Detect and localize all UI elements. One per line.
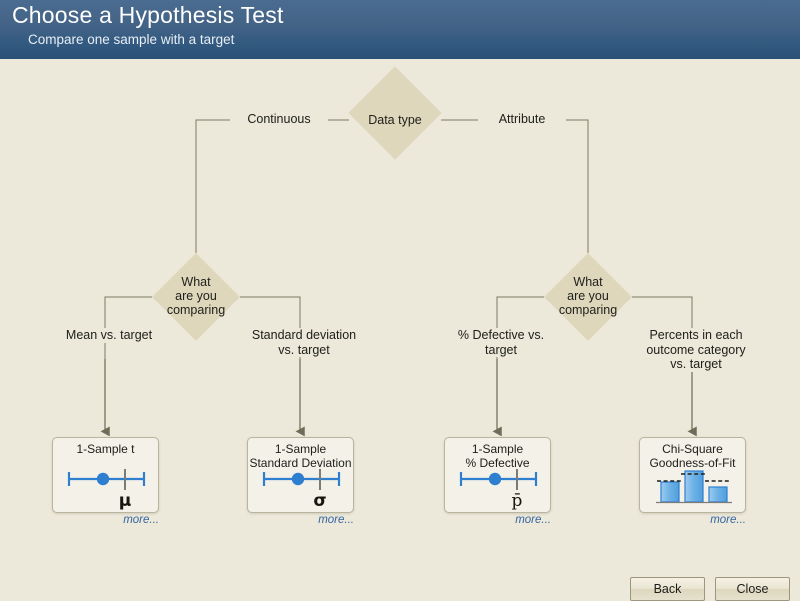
edge-label-pct-defective-vs-target: % Defective vs. target: [440, 328, 562, 357]
card-chi-square-goodness-of-fit[interactable]: Chi-Square Goodness-of-Fit: [639, 437, 746, 513]
more-link-1-sample-standard-deviation[interactable]: more...: [318, 514, 354, 526]
card-1-sample-t-symbol: μ: [119, 491, 132, 510]
back-button[interactable]: Back: [630, 577, 705, 601]
interval-plot-icon: μ: [53, 462, 158, 511]
edge-label-mean-vs-target: Mean vs. target: [46, 328, 172, 343]
more-link-1-sample-t[interactable]: more...: [123, 514, 159, 526]
more-link-1-sample-pct-defective[interactable]: more...: [515, 514, 551, 526]
card-1-sample-t[interactable]: 1-Sample t μ: [52, 437, 159, 513]
card-1-sample-standard-deviation-title: 1-Sample Standard Deviation: [249, 442, 352, 470]
card-1-sample-pct-defective-symbol: p̄: [512, 491, 523, 510]
card-1-sample-pct-defective-title: 1-Sample % Defective: [465, 442, 530, 470]
bar-chart-icon: [640, 462, 745, 510]
card-1-sample-t-title: 1-Sample t: [76, 442, 135, 456]
close-button[interactable]: Close: [715, 577, 790, 601]
edge-label-percents-each-category: Percents in each outcome category vs. ta…: [632, 328, 760, 372]
interval-plot-icon: p̄: [445, 462, 550, 511]
interval-plot-icon: σ: [248, 462, 353, 511]
more-link-chi-square-goodness-of-fit[interactable]: more...: [710, 514, 746, 526]
branch-label-continuous: Continuous: [230, 112, 328, 127]
card-chi-square-goodness-of-fit-title: Chi-Square Goodness-of-Fit: [649, 442, 736, 470]
flowchart-canvas: Data type Continuous Attribute What are …: [0, 59, 800, 601]
card-1-sample-standard-deviation[interactable]: 1-Sample Standard Deviation σ: [247, 437, 354, 513]
card-1-sample-standard-deviation-symbol: σ: [313, 491, 326, 510]
card-1-sample-pct-defective[interactable]: 1-Sample % Defective p̄: [444, 437, 551, 513]
branch-label-attribute: Attribute: [478, 112, 566, 127]
page-subtitle: Compare one sample with a target: [28, 32, 235, 47]
page-title: Choose a Hypothesis Test: [12, 2, 284, 28]
dialog-header: Choose a Hypothesis Test Compare one sam…: [0, 0, 800, 59]
edge-label-stdev-vs-target: Standard deviation vs. target: [238, 328, 370, 357]
